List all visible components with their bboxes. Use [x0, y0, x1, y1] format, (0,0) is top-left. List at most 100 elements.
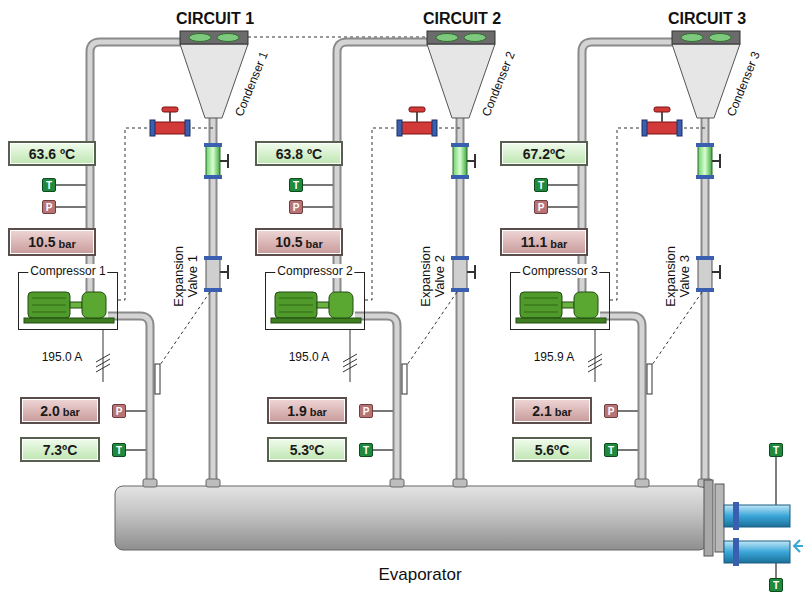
cable-slash [588, 354, 602, 362]
circuit-title: CIRCUIT 1 [176, 10, 254, 28]
flange [451, 288, 469, 292]
sensing-bulb [647, 364, 652, 394]
unit-text: bar [310, 406, 327, 418]
flange [451, 175, 469, 179]
sensor-tap [618, 449, 638, 451]
pipe [108, 316, 150, 486]
flange [451, 256, 469, 260]
valve-handle [467, 265, 475, 279]
sensor-tap [775, 563, 777, 578]
nozzle [635, 479, 649, 487]
condenser-fan [427, 31, 495, 44]
temperature-sensor: T [42, 178, 56, 192]
value-text: P [293, 202, 300, 213]
evaporator-shell [115, 486, 707, 550]
value-text: 10.5 [28, 234, 55, 250]
shaft [70, 302, 82, 308]
pressure-display: 10.5bar [255, 228, 343, 256]
flange [696, 288, 714, 292]
cable-slash [343, 354, 357, 362]
sensor-tap [373, 449, 393, 451]
cable-slash [343, 364, 357, 372]
solenoid-valve [399, 122, 435, 134]
flange [451, 143, 469, 147]
sensor-tap [126, 449, 146, 451]
value-text: T [363, 445, 369, 456]
solenoid-valve [150, 120, 155, 136]
sensor-tap [548, 184, 578, 186]
cable-slash [588, 364, 602, 372]
pressure-sensor: P [604, 404, 618, 418]
current-reading: 195.0 A [289, 350, 330, 364]
temperature-sensor: T [359, 443, 373, 457]
sight-glass [206, 146, 220, 176]
equipment-label: Evaporator [378, 565, 461, 585]
motor-fins [524, 298, 558, 312]
fan-blade [189, 34, 211, 42]
temperature-sensor: T [112, 443, 126, 457]
value-text: 1.9 [287, 403, 306, 419]
temperature-display: 7.3ºC [20, 437, 100, 462]
motor-base [24, 318, 114, 323]
expansion-valve [698, 258, 712, 290]
temperature-display: 67.2ºC [500, 141, 588, 166]
power-cable [595, 330, 596, 382]
power-cable [350, 330, 351, 382]
valve-label: Expansion Valve 3 [664, 241, 693, 311]
sensor-tap [548, 206, 578, 208]
valve-stem [416, 112, 418, 122]
temperature-sensor: T [534, 178, 548, 192]
compressor-box: Compressor 3 [510, 272, 610, 330]
value-text: 5.6ºC [535, 442, 570, 458]
flange [733, 502, 739, 530]
flange [204, 256, 222, 260]
pipe [600, 316, 642, 486]
valve-handle [220, 265, 228, 279]
valve-handle [712, 154, 720, 168]
value-text: T [773, 445, 779, 456]
pressure-display: 1.9 bar [267, 397, 347, 424]
pipe [90, 42, 182, 292]
pressure-sensor: P [534, 200, 548, 214]
flange [696, 256, 714, 260]
valve-stem [169, 112, 171, 122]
expansion-valve [206, 258, 220, 290]
valve-handle [162, 107, 178, 112]
value-text: P [538, 202, 545, 213]
shaft [317, 302, 329, 308]
circuit-title: CIRCUIT 3 [668, 10, 746, 28]
unit-text: bar [63, 406, 80, 418]
value-text: 2.1 [532, 403, 551, 419]
value-text: T [773, 580, 779, 591]
valve-handle [220, 154, 228, 168]
power-cable [103, 330, 104, 382]
sensing-bulb [402, 364, 407, 394]
valve-stem [661, 112, 663, 122]
temperature-display: 63.8 ºC [255, 141, 343, 166]
flange [696, 143, 714, 147]
valve-handle [654, 107, 670, 112]
unit-text: bar [306, 238, 323, 250]
unit-text: bar [555, 406, 572, 418]
cable-slash [588, 359, 602, 367]
motor-base [516, 318, 606, 323]
unit-text: bar [59, 238, 76, 250]
value-text: 2.0 [40, 403, 59, 419]
flange [204, 143, 222, 147]
current-reading: 195.0 A [42, 350, 83, 364]
value-text: 11.1 [521, 234, 547, 250]
pressure-display: 2.1 bar [512, 397, 592, 424]
solenoid-valve [397, 120, 402, 136]
sensor-tap [126, 410, 146, 412]
expansion-valve [453, 258, 467, 290]
sight-glass [698, 146, 712, 176]
fan-blade [709, 34, 731, 42]
sensing-bulb [155, 364, 160, 394]
value-text: T [116, 445, 122, 456]
nozzle [206, 479, 220, 487]
value-text: Compressor 1 [28, 264, 107, 278]
temperature-display: 5.3ºC [267, 437, 347, 462]
pipe [108, 316, 150, 486]
value-text: T [608, 445, 614, 456]
pipe [582, 42, 674, 292]
